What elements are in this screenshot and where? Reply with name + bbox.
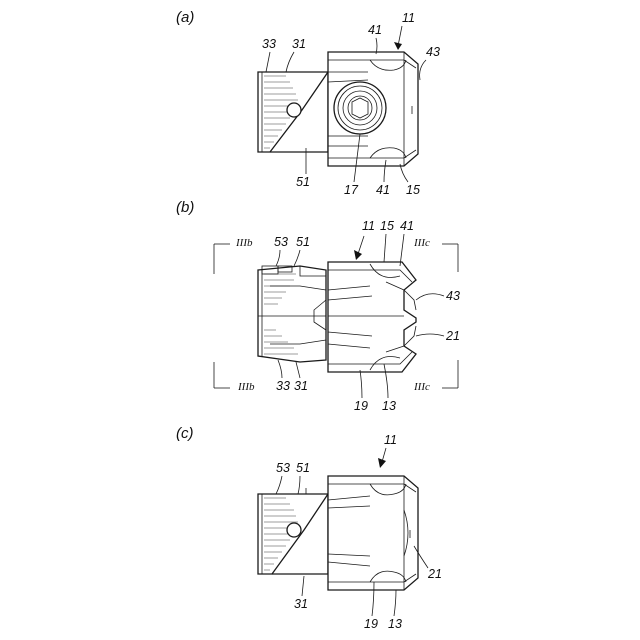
ref-c-19: 19 — [364, 617, 378, 631]
ref-b-11: 11 — [362, 219, 375, 233]
ref-a-33: 33 — [262, 37, 276, 51]
ref-c-21: 21 — [427, 567, 442, 581]
ref-b-13: 13 — [382, 399, 396, 413]
ref-a-41-bot: 41 — [376, 183, 390, 197]
ref-b-41: 41 — [400, 219, 414, 233]
ref-a-11: 11 — [402, 11, 415, 25]
panel-b: (b) IIIb IIIb IIIc IIIc — [176, 199, 460, 413]
panel-b-label: (b) — [176, 199, 194, 216]
panel-c-head — [328, 476, 418, 590]
panel-a: (a) — [176, 9, 440, 197]
ref-a-31: 31 — [292, 37, 306, 51]
ref-b-19: 19 — [354, 399, 368, 413]
ref-c-53: 53 — [276, 461, 290, 475]
ref-b-53: 53 — [274, 235, 288, 249]
ref-a-15: 15 — [406, 183, 420, 197]
ref-b-33: 33 — [276, 379, 290, 393]
panel-c-label: (c) — [176, 425, 194, 442]
ref-a-43: 43 — [426, 45, 440, 59]
ref-b-43: 43 — [446, 289, 460, 303]
ref-c-51: 51 — [296, 461, 310, 475]
section-IIIc-top: IIIc — [413, 237, 430, 249]
ref-b-31: 31 — [294, 379, 308, 393]
section-IIIc-bottom: IIIc — [413, 381, 430, 393]
ref-c-11: 11 — [384, 433, 397, 447]
panel-a-knurled-collar — [258, 72, 328, 152]
ref-a-17: 17 — [344, 183, 359, 197]
section-IIIb-bottom: IIIb — [237, 381, 255, 393]
panel-a-head — [328, 52, 418, 166]
ref-c-31: 31 — [294, 597, 308, 611]
ref-b-21: 21 — [445, 329, 460, 343]
panel-c-knurled-collar — [258, 488, 328, 574]
panel-b-knurled-collar — [258, 266, 326, 362]
ref-a-41-top: 41 — [368, 23, 382, 37]
ref-b-51: 51 — [296, 235, 310, 249]
ref-b-15: 15 — [380, 219, 394, 233]
ref-c-13: 13 — [388, 617, 402, 631]
section-IIIb-top: IIIb — [235, 237, 253, 249]
panel-a-label: (a) — [176, 9, 194, 26]
panel-b-head — [328, 262, 416, 372]
panel-c: (c) 11 53 — [176, 425, 442, 631]
ref-a-51: 51 — [296, 175, 310, 189]
